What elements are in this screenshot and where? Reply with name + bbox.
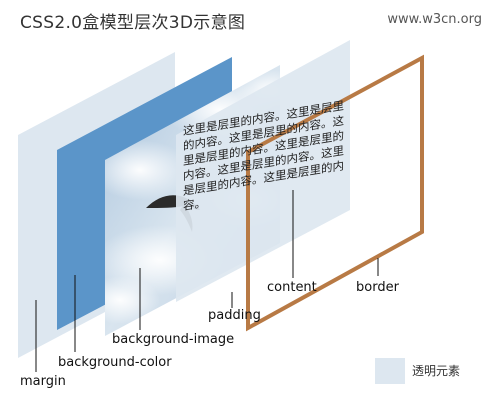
label-background-color: background-color bbox=[58, 355, 172, 370]
label-margin: margin bbox=[20, 374, 66, 389]
border-frame bbox=[246, 54, 424, 332]
page-title: CSS2.0盒模型层次3D示意图 bbox=[20, 13, 246, 33]
label-background-image: background-image bbox=[112, 332, 235, 347]
label-content: content bbox=[267, 280, 317, 295]
padding-layer bbox=[176, 40, 350, 302]
site-url: www.w3cn.org bbox=[387, 12, 482, 27]
label-border: border bbox=[356, 280, 399, 295]
label-padding: padding bbox=[208, 308, 261, 323]
legend-label: 透明元素 bbox=[412, 364, 461, 378]
legend-swatch bbox=[375, 358, 405, 384]
